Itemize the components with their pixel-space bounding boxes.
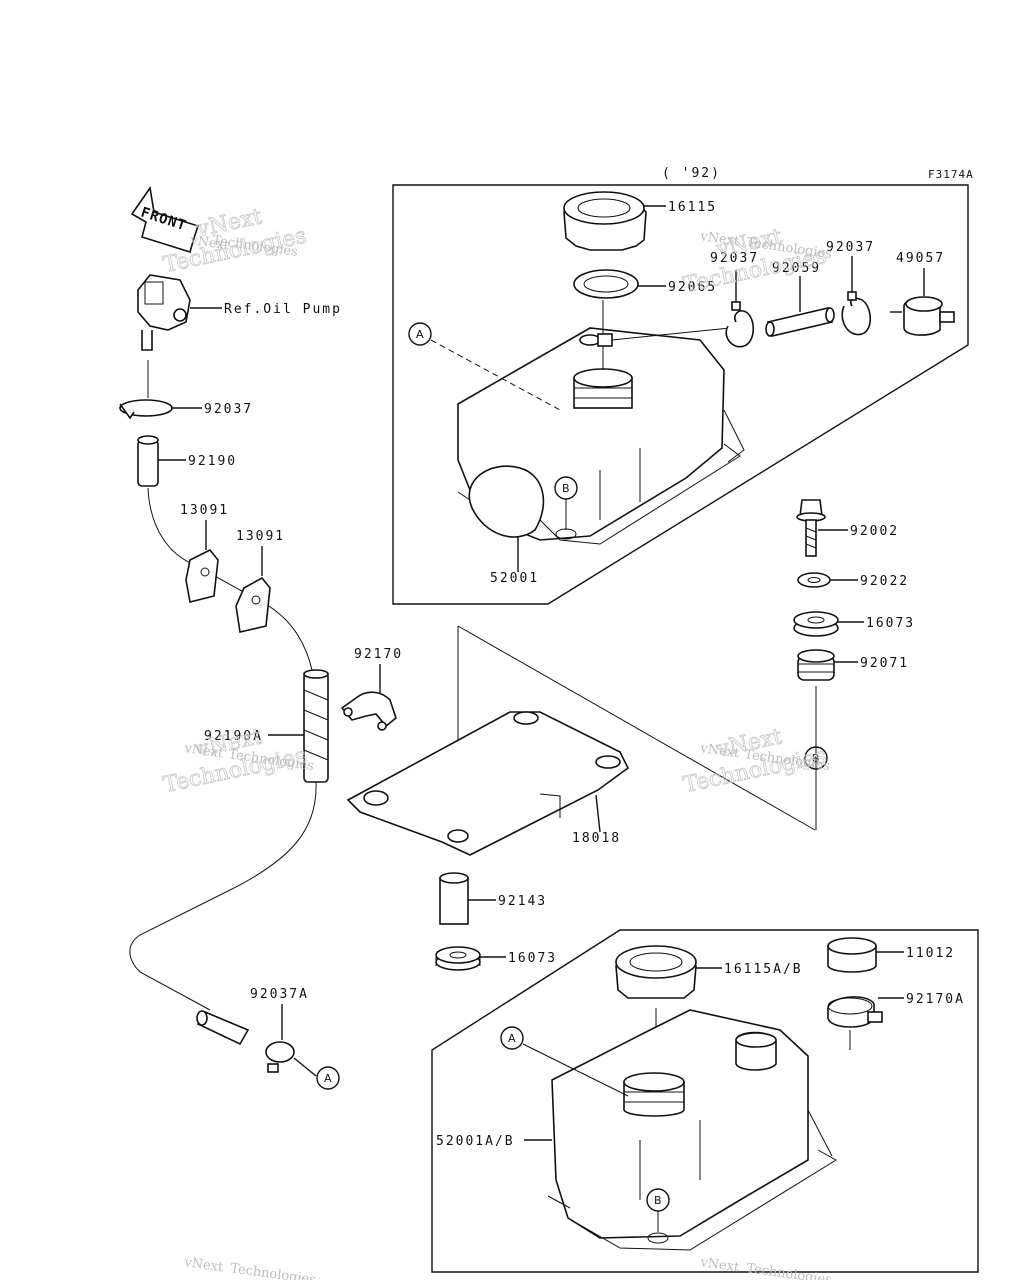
clamp-92037a-icon: [265, 1041, 295, 1073]
hose-92190-icon: [137, 435, 159, 487]
svg-text:A: A: [324, 1072, 332, 1085]
svg-text:vNext: vNext: [182, 1255, 224, 1276]
callout-a-lower: A: [316, 1066, 340, 1090]
label-92190a: 92190A: [204, 729, 263, 744]
label-92190: 92190: [188, 454, 237, 469]
label-16115ab: 16115A/B: [724, 962, 803, 977]
filler-neck-icon: [573, 368, 633, 409]
grommet-16073-upper-icon: [793, 611, 839, 637]
leader-18018: [595, 794, 601, 833]
label-92071: 92071: [860, 656, 909, 671]
gasket-92065-icon: [573, 269, 639, 299]
label-92037-upper1: 92037: [710, 251, 759, 266]
svg-text:Technologies: Technologies: [745, 1261, 832, 1280]
label-92037a: 92037A: [250, 987, 309, 1002]
figure-code: F3174A: [928, 168, 974, 181]
leader-callout-a-lower-tank: [522, 1043, 629, 1097]
label-13091-1: 13091: [180, 503, 229, 518]
watermark-small-5: vNext Technologies: [182, 1255, 316, 1280]
label-92170: 92170: [354, 647, 403, 662]
svg-text:Technologies: Technologies: [229, 1261, 316, 1280]
label-18018: 18018: [572, 831, 621, 846]
tank-52001ab-icon: [547, 1009, 837, 1251]
label-92022: 92022: [860, 574, 909, 589]
lower-hose-path: [129, 781, 317, 1011]
svg-text:A: A: [416, 328, 424, 341]
front-arrow-icon: FRONT: [130, 185, 200, 254]
label-16073-upper: 16073: [866, 616, 915, 631]
clamp-92037-left-icon: [119, 399, 173, 420]
ref-oil-pump-label: Ref.Oil Pump: [224, 302, 342, 317]
label-52001: 52001: [490, 571, 539, 586]
cap-16115ab-icon: [615, 945, 697, 999]
callout-b-right: B: [804, 746, 828, 770]
hose-92190a-icon: [303, 669, 329, 783]
bolt-92002-icon: [796, 499, 826, 557]
cap-16115-icon: [563, 191, 647, 251]
clamp-92037-upper1-icon: [725, 301, 755, 348]
label-13091-2: 13091: [236, 529, 285, 544]
hose-92059-icon: [765, 307, 835, 337]
svg-text:vNext: vNext: [188, 233, 230, 254]
clamp-92170a-icon: [827, 996, 883, 1028]
label-11012: 11012: [906, 946, 955, 961]
label-92037-upper2: 92037: [826, 240, 875, 255]
tank-52001-icon: [457, 327, 745, 545]
clamp-92170-icon: [340, 691, 397, 731]
label-49057: 49057: [896, 251, 945, 266]
callout-a-upper: A: [408, 322, 432, 346]
damper-92071-icon: [797, 649, 835, 681]
label-92065: 92065: [668, 280, 717, 295]
svg-text:B: B: [562, 482, 570, 495]
tray-18018-icon: [346, 711, 630, 856]
watermark-small-6: vNext Technologies: [698, 1255, 832, 1280]
oil-hose-path: [147, 487, 313, 671]
grommet-13091-2-icon: [235, 576, 271, 633]
label-16073-lower: 16073: [508, 951, 557, 966]
grommet-16073-lower-icon: [435, 946, 481, 971]
callout-a-lower-tank: A: [500, 1026, 524, 1050]
vent-fitting-icon: [579, 333, 613, 347]
svg-text:B: B: [812, 752, 820, 765]
filter-49057-icon: [890, 296, 955, 336]
label-92037-left: 92037: [204, 402, 253, 417]
label-92002: 92002: [850, 524, 899, 539]
clamp-92037-upper2-icon: [841, 291, 872, 336]
svg-text:vNext: vNext: [698, 229, 740, 250]
label-92170a: 92170A: [906, 992, 965, 1007]
svg-text:vNext: vNext: [698, 741, 740, 762]
oil-pump-icon: [137, 274, 191, 351]
lower-inset-frame: [431, 929, 979, 1273]
label-92059: 92059: [772, 261, 821, 276]
svg-text:A: A: [508, 1032, 516, 1045]
leader-callout-a-upper: [430, 339, 561, 411]
label-52001ab: 52001A/B: [436, 1134, 515, 1149]
svg-text:B: B: [654, 1194, 662, 1207]
spacer-92143-icon: [439, 872, 469, 925]
vent-line: [611, 327, 731, 341]
label-16115: 16115: [668, 200, 717, 215]
label-92143: 92143: [498, 894, 547, 909]
leader-callout-a-lower: [293, 1057, 317, 1077]
hose-end-icon: [196, 1010, 250, 1046]
grommet-13091-1-icon: [185, 548, 219, 603]
year-label: ( '92): [662, 166, 721, 181]
svg-text:vNext: vNext: [182, 741, 224, 762]
svg-text:vNext: vNext: [698, 1255, 740, 1276]
washer-92022-icon: [797, 572, 831, 588]
cap-11012-icon: [827, 937, 877, 973]
upper-inset-frame: [392, 184, 969, 605]
